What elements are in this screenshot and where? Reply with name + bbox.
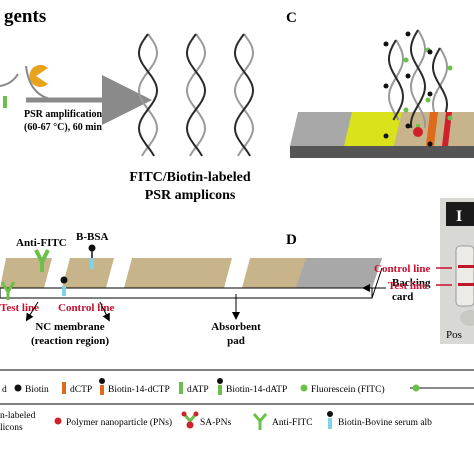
legend-biotin-bsa-label: Biotin-Bovine serum alb: [338, 418, 432, 428]
legend-datp-icon: [179, 382, 183, 394]
test-line-band: [426, 112, 438, 146]
backing-card-label-line2: card: [392, 291, 413, 303]
helix-label-dot: [403, 107, 409, 113]
absorbent-pad-label-line1: Absorbent: [211, 321, 261, 333]
polymerase-icon: [29, 65, 48, 88]
panel-d-letter: D: [286, 232, 297, 248]
legend-dctp-label: dCTP: [70, 385, 92, 395]
legend-dctp-icon: [62, 382, 66, 394]
lfb-strip-white-gap-2: [106, 258, 132, 288]
amplicon-product-label-line1: FITC/Biotin-labeled: [129, 170, 251, 185]
helix-label-dot: [403, 57, 409, 63]
legend-biotin-bsa-icon: [327, 411, 333, 429]
anti-fitc-label: Anti-FITC: [16, 237, 67, 249]
amplicon-helix-2: [185, 33, 207, 157]
helix-label-dot: [427, 49, 433, 55]
panel-d: D I Pos Control line Test line: [286, 198, 474, 344]
helix-label-dot: [383, 133, 389, 139]
amplicon-helix-3: [233, 33, 255, 157]
helix-label-dot: [427, 91, 433, 97]
legend-biotin-datp-icon: [217, 378, 223, 395]
legend-anti-fitc-label: Anti-FITC: [272, 418, 313, 428]
bbsa-label: B-BSA: [76, 231, 108, 243]
sa-pn-particle: [413, 127, 423, 137]
panel-a: gents PSR amplification (60-67 °C), 60 m…: [0, 6, 255, 203]
amplification-label: PSR amplification: [24, 109, 102, 120]
helix-label-dot: [447, 115, 453, 121]
legend-row2-prefix-line1: n-labeled: [0, 411, 36, 421]
panel-a-title: gents: [4, 6, 46, 27]
fitc-label-tag-icon: [3, 96, 7, 108]
legend-polymer-nanoparticle-icon: [54, 417, 62, 425]
cassette-window: [455, 245, 474, 307]
legend-sa-pns-label: SA-PNs: [200, 418, 231, 428]
legend-row-2: n-labeled licons Polymer nanoparticle (P…: [0, 411, 432, 433]
helix-label-dot: [405, 123, 411, 129]
legend: d Biotin dCTP Biotin-14-dCTP dATP Biotin…: [0, 369, 474, 433]
legend-biotin-datp-label: Biotin-14-dATP: [226, 385, 287, 395]
amplicon-product-label-line2: PSR amplicons: [145, 188, 236, 203]
nc-membrane-pointer-right: [99, 301, 110, 322]
cassette-label-text: Pos: [446, 329, 462, 341]
panel-c-helix-3: [427, 47, 453, 147]
legend-row-1: d Biotin dCTP Biotin-14-dCTP dATP Biotin…: [2, 378, 474, 395]
nc-membrane-label-line2: (reaction region): [31, 335, 109, 347]
lfb-backing-card-edge: [0, 287, 373, 299]
absorbent-pad-label-line2: pad: [227, 335, 245, 347]
helix-label-dot: [427, 141, 433, 147]
control-line-label: Control line: [58, 302, 114, 314]
legend-biotin-dctp-icon: [99, 378, 105, 395]
legend-labeled-primer-icon: [410, 384, 474, 392]
amplification-conditions: (60-67 °C), 60 min: [24, 122, 102, 133]
panel-c-letter: C: [286, 10, 297, 26]
helix-label-dot: [447, 65, 453, 71]
legend-dna-label: d: [2, 385, 7, 395]
control-line-band: [442, 112, 452, 146]
legend-biotin-dctp-label: Biotin-14-dCTP: [108, 385, 170, 395]
panel-d-control-line-label: Control line: [374, 263, 430, 275]
legend-biotin-icon: [14, 384, 22, 392]
panel-c: C: [286, 10, 474, 158]
legend-datp-label: dATP: [187, 385, 209, 395]
legend-anti-fitc-icon: [252, 413, 268, 430]
cassette-top-bar: [446, 202, 474, 226]
panel-c-helix-1: [383, 39, 409, 139]
legend-biotin-label: Biotin: [25, 385, 49, 395]
template-strand: [0, 65, 112, 101]
helix-label-dot: [425, 97, 431, 103]
amplicon-helices: [137, 33, 255, 157]
biotin-bsa-icon: [60, 244, 96, 296]
strip-front-face: [290, 146, 474, 158]
legend-sa-pns-icon: [181, 411, 199, 429]
legend-polymer-nanoparticle-label: Polymer nanoparticle (PNs): [66, 417, 172, 428]
helix-label-dot: [383, 41, 389, 47]
cassette-test-band: [458, 283, 474, 286]
cassette-top-text: I: [456, 208, 462, 225]
helix-label-dot: [405, 73, 411, 79]
lfb-strip-top: [0, 258, 382, 288]
panel-d-test-line-label: Test line: [388, 280, 427, 292]
panel-b: Anti-FITC B-BSA Test line Control line N…: [0, 231, 431, 347]
cassette-control-band: [458, 265, 474, 268]
backing-card-label-line1: Backing: [392, 277, 431, 289]
lfb-absorbent-pad: [296, 258, 382, 288]
nc-membrane-label-line1: NC membrane: [35, 321, 104, 333]
anti-fitc-icon: [0, 249, 50, 300]
panel-c-amplicon-cluster: [383, 29, 453, 147]
legend-fitc-icon: [300, 384, 308, 392]
cassette-sample-well: [460, 310, 474, 326]
lfb-backing-edge-line: [371, 267, 383, 299]
helix-label-dot: [405, 31, 411, 37]
sample-pad-yellow: [344, 112, 402, 146]
nc-membrane-pointer-left: [25, 301, 39, 322]
legend-fitc-label: Fluorescein (FITC): [311, 384, 385, 395]
test-line-label: Test line: [0, 302, 39, 314]
lfb-strip-white-gap-3: [224, 258, 250, 288]
legend-row2-prefix-line2: licons: [0, 423, 23, 433]
helix-label-dot: [383, 83, 389, 89]
amplicon-helix-1: [137, 33, 159, 157]
